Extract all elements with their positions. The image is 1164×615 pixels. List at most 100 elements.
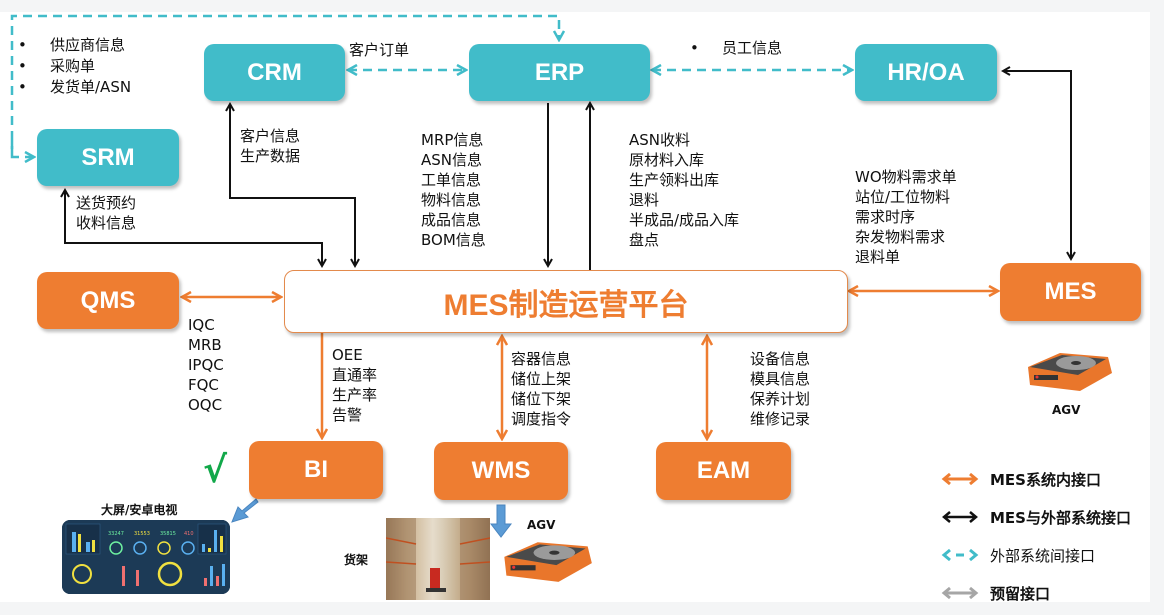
black-double-arrow-icon [942, 511, 978, 523]
agv-label-right: AGV [1052, 403, 1081, 417]
dashboard-thumbnail-icon: 33247 31553 35815 410 [62, 520, 230, 594]
hroa-system-box[interactable]: HR/OA [855, 44, 997, 101]
svg-text:35815: 35815 [160, 531, 176, 537]
flow-item: 告警 [332, 406, 363, 424]
crm-erp-flow-label: 客户订单 [349, 41, 410, 59]
connector-to-srm [10, 140, 34, 157]
flow-item: 保养计划 [750, 390, 811, 408]
flow-item: MRP信息 [421, 131, 484, 149]
agv-label-bottom: AGV [527, 518, 556, 532]
flow-item: 工单信息 [421, 171, 482, 189]
legend-item-reserved: 预留接口 [940, 574, 1131, 612]
flow-item: 员工信息 [722, 39, 783, 57]
flow-item: 收料信息 [76, 214, 137, 232]
flow-item: 发货单/ASN [50, 78, 132, 96]
eam-flow-list: 设备信息 模具信息 保养计划 维修记录 [750, 349, 810, 429]
screen-label: 大屏/安卓电视 [101, 503, 178, 517]
flow-item: 退料单 [855, 248, 901, 266]
flow-item: 生产数据 [240, 147, 301, 165]
wms-label: WMS [471, 457, 531, 484]
gray-double-arrow-icon [941, 586, 979, 600]
svg-text:31553: 31553 [134, 531, 150, 537]
orange-double-arrow-icon [941, 472, 979, 486]
flow-item: 储位上架 [511, 370, 572, 388]
flow-item: 原材料入库 [629, 151, 705, 169]
flow-item: 物料信息 [421, 191, 482, 209]
flow-item: WO物料需求单 [855, 168, 957, 186]
flow-item: 需求时序 [855, 208, 916, 226]
crm-label: CRM [247, 58, 302, 86]
agv-robot-image [1020, 347, 1116, 399]
srm-external-flow-list: •供应商信息 •采购单 •发货单/ASN [18, 36, 132, 96]
flow-item: IQC [188, 316, 215, 334]
flow-item: 模具信息 [750, 370, 811, 388]
wms-system-box[interactable]: WMS [434, 442, 568, 500]
erp-hr-flow-list: •员工信息 [690, 39, 783, 57]
flow-item: 半成品/成品入库 [629, 211, 740, 229]
eam-system-box[interactable]: EAM [656, 442, 791, 500]
flow-item: 送货预约 [76, 194, 137, 212]
eam-label: EAM [696, 457, 751, 484]
warehouse-shelf-image [385, 518, 491, 600]
wms-flow-list: 容器信息 储位上架 储位下架 调度指令 [511, 349, 571, 429]
bi-system-box[interactable]: BI [249, 441, 383, 499]
mes-platform-box[interactable]: MES制造运营平台 [284, 270, 848, 333]
flow-item: 调度指令 [511, 410, 572, 428]
flow-item: ASN收料 [629, 131, 691, 149]
agv-robot-image-bottom [496, 536, 596, 590]
shelf-label: 货架 [344, 553, 369, 567]
flow-item: OQC [188, 396, 223, 414]
flow-item: MRB [188, 336, 222, 354]
flow-item: 成品信息 [421, 211, 482, 229]
legend-item-internal: MES系统内接口 [940, 460, 1131, 498]
srm-label: SRM [81, 143, 135, 171]
hroa-label: HR/OA [887, 58, 965, 86]
erp-label: ERP [534, 58, 585, 86]
agv-icon [504, 542, 592, 582]
blue-arrow-bi-screen [231, 498, 259, 523]
crm-mes-flow-list: 客户信息 生产数据 [240, 126, 300, 166]
mes-to-erp-flow-list: ASN收料 原材料入库 生产领料出库 退料 半成品/成品入库 盘点 [629, 130, 739, 250]
erp-system-box[interactable]: ERP [469, 44, 650, 101]
legend-label: MES系统内接口 [990, 470, 1101, 489]
mes-system-box[interactable]: MES [1000, 263, 1141, 321]
qms-system-box[interactable]: QMS [37, 272, 179, 329]
flow-item: 采购单 [50, 57, 96, 75]
teal-dashed-arrow-icon [941, 548, 979, 562]
warehouse-shelf-icon [385, 518, 491, 600]
svg-text:410: 410 [184, 531, 194, 537]
flow-item: ASN信息 [421, 151, 483, 169]
flow-item: OEE [332, 346, 363, 364]
qms-label: QMS [80, 286, 136, 314]
legend-item-between-external: 外部系统间接口 [940, 536, 1131, 574]
legend-label: MES与外部系统接口 [990, 508, 1131, 527]
flow-item: 储位下架 [511, 390, 572, 408]
srm-system-box[interactable]: SRM [37, 129, 179, 186]
flow-item: 杂发物料需求 [855, 228, 946, 246]
erp-to-mes-flow-list: MRP信息 ASN信息 工单信息 物料信息 成品信息 BOM信息 [421, 130, 486, 250]
flow-item: 盘点 [629, 231, 660, 249]
flow-item: 生产率 [332, 386, 378, 404]
crm-system-box[interactable]: CRM [204, 44, 345, 101]
connector-hr-mes [1003, 71, 1071, 259]
legend: MES系统内接口 MES与外部系统接口 外部系统间接口 预留接口 [940, 460, 1131, 612]
flow-item: 容器信息 [511, 350, 572, 368]
mes-external-flow-list: WO物料需求单 站位/工位物料 需求时序 杂发物料需求 退料单 [855, 167, 957, 267]
connector-srm-mes [65, 190, 322, 266]
flow-item: 维修记录 [750, 410, 811, 428]
flow-item: 直通率 [332, 366, 378, 384]
bi-label: BI [304, 456, 328, 483]
bi-flow-list: OEE 直通率 生产率 告警 [332, 345, 377, 425]
mes-platform-title: MES制造运营平台 [443, 288, 689, 322]
legend-label: 预留接口 [990, 584, 1051, 603]
qms-flow-list: IQC MRB IPQC FQC OQC [188, 315, 224, 415]
flow-item: 设备信息 [750, 350, 811, 368]
flow-item: 生产领料出库 [629, 171, 720, 189]
bigscreen-dashboard-image: 33247 31553 35815 410 [62, 520, 230, 594]
connector-srm-erp [10, 14, 559, 155]
agv-icon [1028, 353, 1112, 391]
flow-item: 退料 [629, 191, 660, 209]
flow-item: 供应商信息 [50, 36, 126, 54]
srm-mes-flow-list: 送货预约 收料信息 [76, 193, 136, 233]
